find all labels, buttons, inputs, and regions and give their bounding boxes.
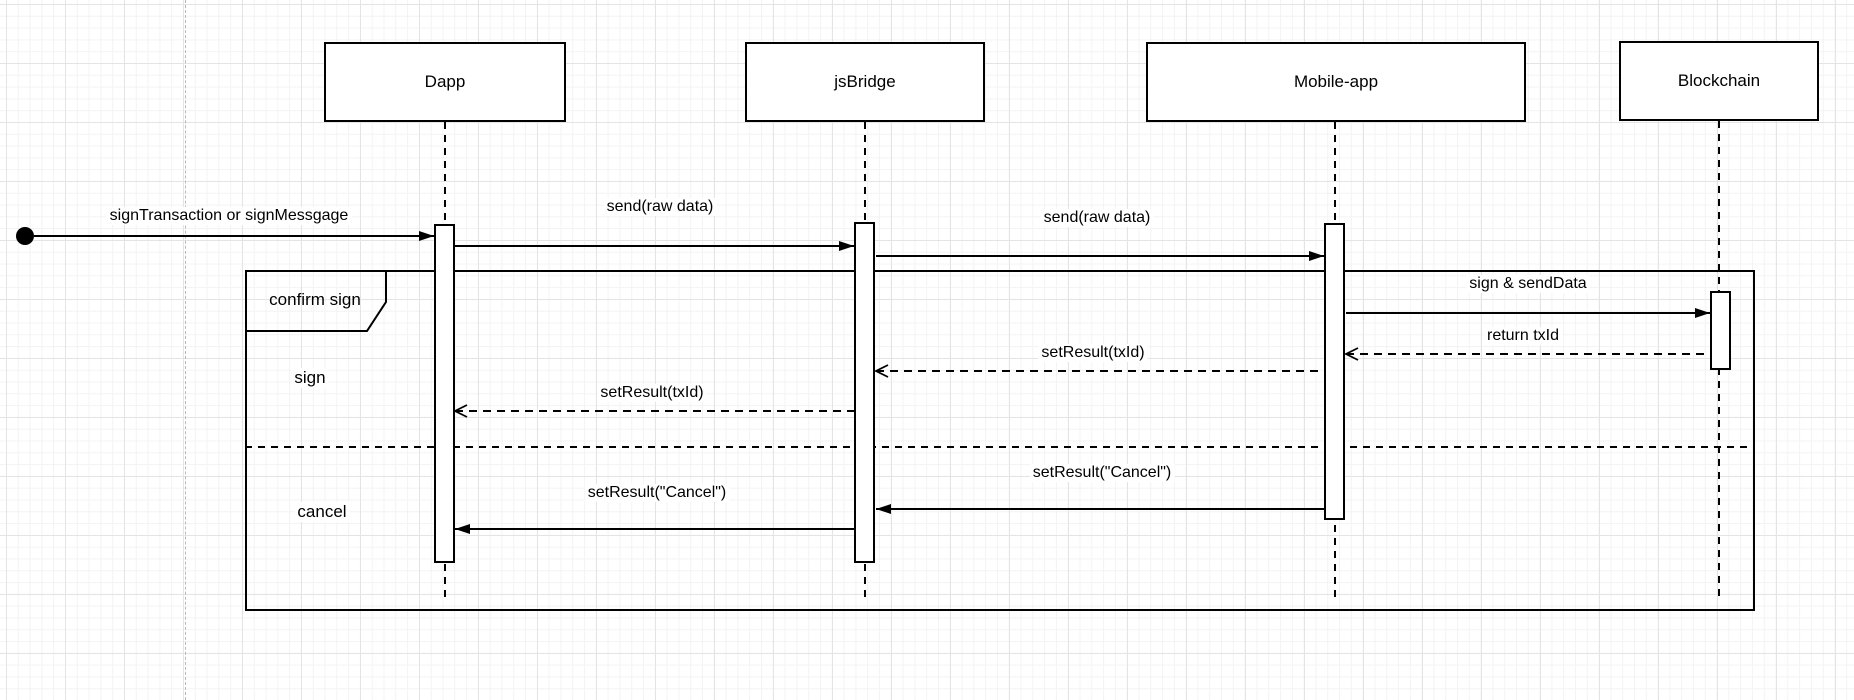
message-label: setResult("Cancel"): [1029, 464, 1175, 482]
section-label-cancel[interactable]: cancel: [294, 502, 350, 522]
page-boundary-line: [185, 0, 186, 700]
frame-section-divider[interactable]: [245, 446, 1755, 448]
arrowhead-icon: [1695, 308, 1710, 318]
frame-label[interactable]: confirm sign: [269, 290, 361, 309]
message-label: setResult("Cancel"): [584, 484, 730, 502]
actor-dapp-label: Dapp: [424, 72, 466, 91]
message-label: send(raw data): [1040, 209, 1154, 227]
start-node[interactable]: [16, 227, 34, 245]
arrowhead-icon: [419, 231, 434, 241]
message-label: sign & sendData: [1466, 275, 1590, 293]
message-label: send(raw data): [603, 198, 717, 216]
arrowhead-icon: [455, 524, 470, 534]
arrowhead-icon: [839, 241, 854, 251]
actor-dapp[interactable]: Dapp: [324, 42, 566, 122]
message-label: setResult(txId): [1038, 344, 1148, 362]
actor-jsbridge-label: jsBridge: [834, 72, 896, 91]
message-line: [455, 245, 854, 247]
actor-blockchain-label: Blockchain: [1677, 71, 1761, 90]
actor-mobile-app-label: Mobile-app: [1293, 72, 1379, 91]
actor-jsbridge[interactable]: jsBridge: [745, 42, 985, 122]
activation-jsbridge[interactable]: [854, 222, 875, 563]
message-line: [876, 508, 1324, 510]
frame-confirm-sign[interactable]: [245, 270, 1755, 611]
arrowhead-icon: [876, 504, 891, 514]
message-line: [455, 528, 854, 530]
arrowhead-icon: [1309, 251, 1324, 261]
open-arrowhead-icon: [452, 404, 468, 418]
message-label: return txId: [1483, 327, 1563, 345]
message-label: signTransaction or signMessgage: [106, 207, 352, 225]
frame-label-pentagon: [246, 270, 387, 332]
actor-blockchain[interactable]: Blockchain: [1619, 41, 1819, 121]
message-line: [876, 370, 1324, 372]
actor-mobile-app[interactable]: Mobile-app: [1146, 42, 1526, 122]
open-arrowhead-icon: [873, 364, 889, 378]
open-arrowhead-icon: [1343, 347, 1359, 361]
activation-blockchain[interactable]: [1710, 291, 1731, 370]
message-line: [34, 235, 434, 237]
activation-dapp[interactable]: [434, 224, 455, 563]
message-line: [455, 410, 854, 412]
activation-mobile-app[interactable]: [1324, 223, 1345, 520]
section-label-sign[interactable]: sign: [291, 368, 329, 388]
message-line: [876, 255, 1324, 257]
message-line: [1346, 312, 1710, 314]
message-line: [1346, 353, 1710, 355]
message-label: setResult(txId): [597, 384, 707, 402]
